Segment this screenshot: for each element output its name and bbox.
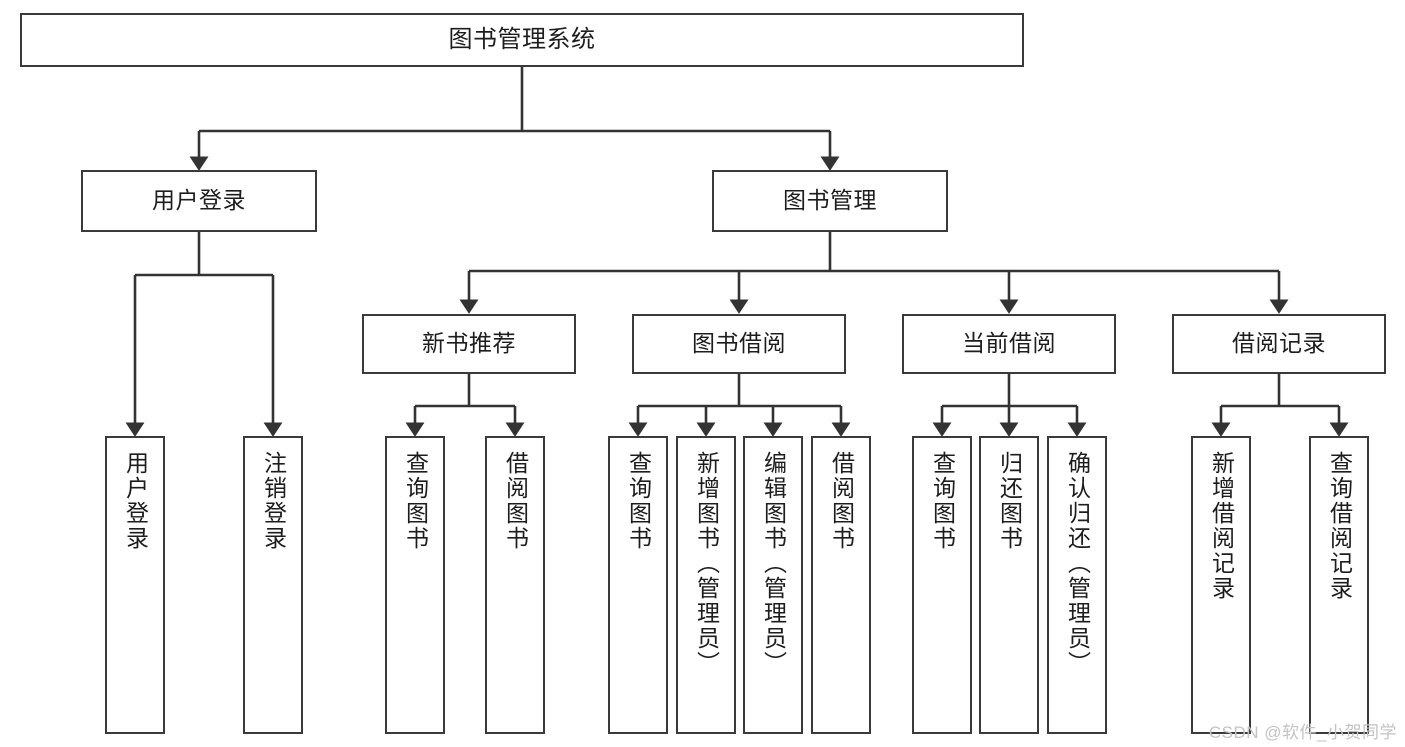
csdn-watermark: CSDN @软件_小贺同学 xyxy=(1208,723,1397,742)
node-leaf-book-borrow-query-label: 查询图书 xyxy=(625,451,652,551)
node-leaf-book-borrow-query[interactable]: 查询图书 xyxy=(608,436,668,734)
node-leaf-borrow-record-query[interactable]: 查询借阅记录 xyxy=(1309,436,1369,734)
node-current-borrow-label: 当前借阅 xyxy=(962,330,1056,357)
node-new-book-recommend[interactable]: 新书推荐 xyxy=(362,314,576,374)
node-leaf-current-borrow-return[interactable]: 归还图书 xyxy=(979,436,1039,734)
node-root-system-label: 图书管理系统 xyxy=(448,25,596,53)
node-book-management[interactable]: 图书管理 xyxy=(712,170,948,232)
node-new-book-recommend-label: 新书推荐 xyxy=(422,330,516,357)
node-leaf-new-book-query[interactable]: 查询图书 xyxy=(385,436,445,734)
node-leaf-book-borrow-borrow-label: 借阅图书 xyxy=(828,451,855,551)
node-leaf-new-book-query-label: 查询图书 xyxy=(402,451,429,551)
node-leaf-new-book-borrow[interactable]: 借阅图书 xyxy=(485,436,545,734)
node-leaf-user-login-logout-label: 注销登录 xyxy=(260,451,287,551)
node-leaf-borrow-record-add-label: 新增借阅记录 xyxy=(1208,451,1235,601)
node-leaf-user-login-logout[interactable]: 注销登录 xyxy=(243,436,303,734)
node-book-management-label: 图书管理 xyxy=(783,187,877,214)
node-leaf-current-borrow-confirm-return[interactable]: 确认归还（管理员） xyxy=(1047,436,1107,734)
node-leaf-book-borrow-edit-label: 编辑图书（管理员） xyxy=(760,451,787,676)
node-leaf-user-login-login[interactable]: 用户登录 xyxy=(105,436,165,734)
node-borrow-record-label: 借阅记录 xyxy=(1232,330,1326,357)
node-leaf-current-borrow-query-label: 查询图书 xyxy=(929,451,956,551)
node-borrow-record[interactable]: 借阅记录 xyxy=(1172,314,1386,374)
node-leaf-book-borrow-add[interactable]: 新增图书（管理员） xyxy=(676,436,736,734)
node-leaf-current-borrow-confirm-return-label: 确认归还（管理员） xyxy=(1064,451,1091,676)
node-book-borrow-label: 图书借阅 xyxy=(692,330,786,357)
node-leaf-book-borrow-add-label: 新增图书（管理员） xyxy=(693,451,720,676)
node-user-login[interactable]: 用户登录 xyxy=(81,170,317,232)
node-leaf-book-borrow-edit[interactable]: 编辑图书（管理员） xyxy=(743,436,803,734)
node-leaf-new-book-borrow-label: 借阅图书 xyxy=(502,451,529,551)
node-leaf-current-borrow-query[interactable]: 查询图书 xyxy=(912,436,972,734)
node-leaf-book-borrow-borrow[interactable]: 借阅图书 xyxy=(811,436,871,734)
node-leaf-current-borrow-return-label: 归还图书 xyxy=(996,451,1023,551)
node-leaf-borrow-record-add[interactable]: 新增借阅记录 xyxy=(1191,436,1251,734)
node-leaf-borrow-record-query-label: 查询借阅记录 xyxy=(1326,451,1353,601)
node-user-login-label: 用户登录 xyxy=(152,187,246,214)
node-current-borrow[interactable]: 当前借阅 xyxy=(902,314,1116,374)
node-book-borrow[interactable]: 图书借阅 xyxy=(632,314,846,374)
node-root-system[interactable]: 图书管理系统 xyxy=(20,13,1024,67)
node-leaf-user-login-login-label: 用户登录 xyxy=(122,451,149,551)
